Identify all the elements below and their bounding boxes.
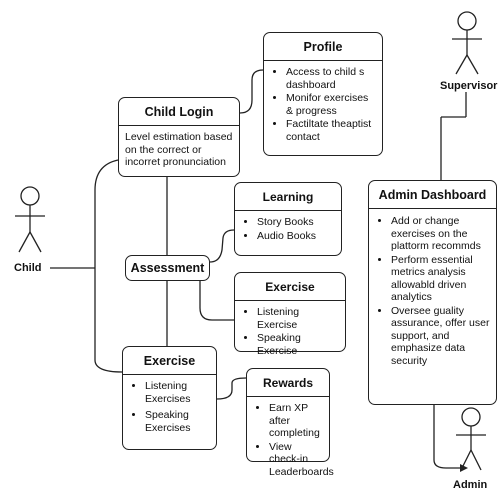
profile-item: Factiltate theaptist contact	[286, 118, 376, 143]
exercise-to-rewards-connector	[216, 377, 247, 400]
exercise-left-item: Listening Exercises	[145, 380, 210, 405]
dashboard-to-admin-connector	[433, 405, 460, 469]
assessment-to-learning-connector	[209, 229, 235, 263]
learning-title: Learning	[235, 183, 341, 211]
rewards-item: View check-in Leaderboards	[269, 441, 334, 479]
child-login-title: Child Login	[119, 98, 239, 126]
admin-dashboard-item: Perform essential metrics analysis allow…	[391, 254, 490, 304]
child-actor-figure	[15, 186, 45, 253]
admin-dashboard-list: Add or change exercises on the plattorm …	[377, 215, 490, 367]
child-login-to-exercise-connector	[94, 159, 123, 373]
child-login-to-profile-connector	[239, 69, 264, 114]
exercise-left-title: Exercise	[123, 347, 216, 375]
exercise-right-item: Speaking Exercise	[257, 332, 339, 357]
assessment-to-exercise-right-connector	[199, 281, 234, 321]
profile-item: Monifor exercises & progress	[286, 92, 376, 117]
profile-item: Access to child s dashboard	[286, 66, 376, 91]
learning-box: Learning Story Books Audio Books	[234, 182, 342, 256]
rewards-list: Earn XP after completing View check-in L…	[255, 402, 334, 479]
exercise-left-box: Exercise Listening Exercises Speaking Ex…	[122, 346, 217, 450]
rewards-box: Rewards Earn XP after completing View ch…	[246, 368, 334, 478]
profile-title: Profile	[264, 33, 382, 61]
exercise-left-list: Listening Exercises Speaking Exercises	[131, 380, 210, 434]
child-login-text: Level estimation based on the correct or…	[125, 131, 233, 168]
exercise-right-list: Listening Exercise Speaking Exercise	[243, 306, 339, 357]
exercise-right-box: Exercise Listening Exercise Speaking Exe…	[234, 272, 346, 357]
exercise-right-title: Exercise	[235, 273, 345, 301]
profile-list: Access to child s dashboard Monifor exer…	[272, 66, 376, 143]
assessment-box: Assessment	[125, 255, 210, 281]
learning-item: Story Books	[257, 216, 335, 229]
admin-dashboard-item: Add or change exercises on the plattorm …	[391, 215, 490, 253]
supervisor-actor-label: Supervisor	[440, 80, 498, 92]
admin-actor-figure	[456, 407, 486, 471]
rewards-item: Earn XP after completing	[269, 402, 323, 440]
exercise-left-item: Speaking Exercises	[145, 409, 210, 434]
child-login-box: Child Login Level estimation based on th…	[118, 97, 240, 177]
rewards-title: Rewards	[247, 369, 329, 397]
exercise-right-item: Listening Exercise	[257, 306, 339, 331]
admin-actor-label: Admin	[453, 479, 488, 491]
learning-item: Audio Books	[257, 230, 335, 243]
admin-dashboard-box: Admin Dashboard Add or change exercises …	[368, 180, 497, 405]
admin-dashboard-title: Admin Dashboard	[369, 181, 496, 209]
learning-list: Story Books Audio Books	[243, 216, 335, 242]
profile-box: Profile Access to child s dashboard Moni…	[263, 32, 383, 156]
child-actor-label: Child	[14, 262, 42, 274]
admin-dashboard-item: Oversee guality assurance, offer user su…	[391, 305, 490, 368]
admin-arrow-head	[460, 464, 468, 472]
supervisor-actor-figure	[452, 11, 482, 75]
